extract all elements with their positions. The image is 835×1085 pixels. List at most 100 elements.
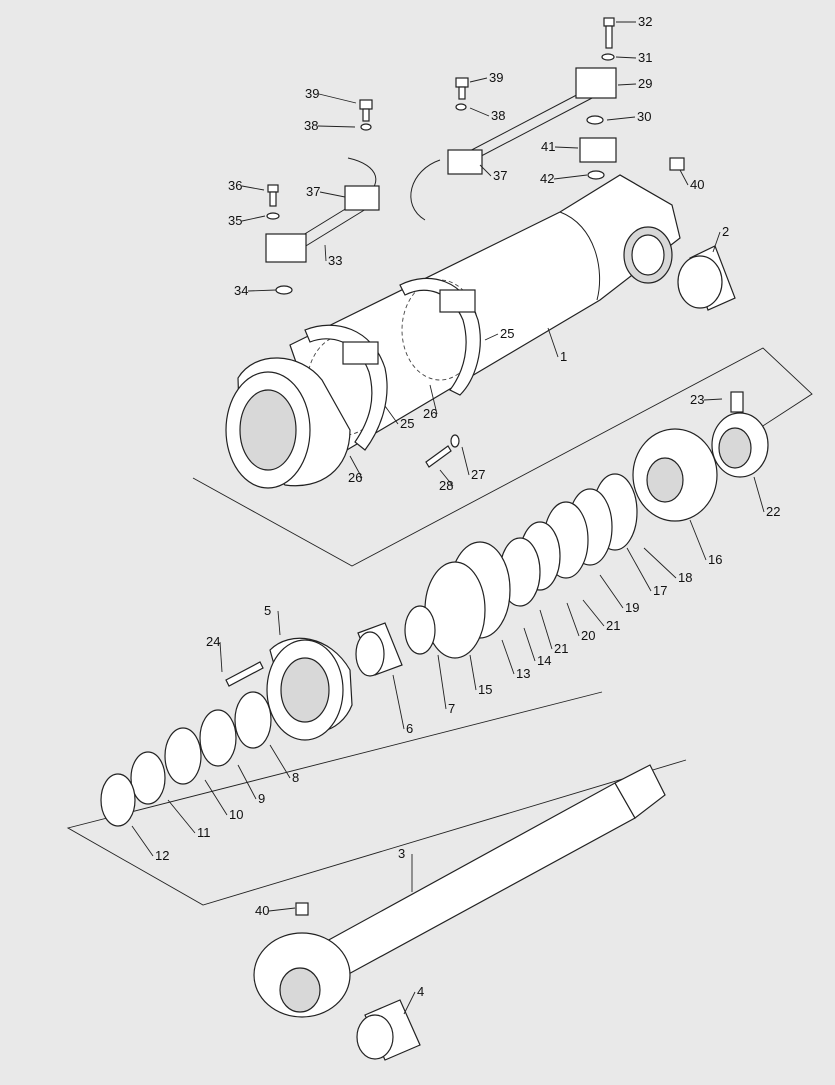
leader-line-25 (384, 405, 399, 425)
leader-line-27 (461, 446, 470, 476)
part-label-13: 13 (516, 666, 530, 681)
leader-line-38 (317, 125, 356, 128)
part-label-26: 26 (423, 406, 437, 421)
leader-line-5 (277, 610, 281, 636)
part-label-39: 39 (489, 70, 503, 85)
bolt-39-right (455, 77, 469, 100)
leader-line-24 (219, 641, 223, 673)
part-label-12: 12 (155, 848, 169, 863)
leader-line-33 (324, 244, 327, 262)
leader-line-30 (606, 116, 636, 121)
part-label-30: 30 (637, 109, 651, 124)
washer-27 (450, 434, 460, 448)
part-label-34: 34 (234, 283, 248, 298)
part-label-41: 41 (541, 139, 555, 154)
leader-line-26 (349, 455, 363, 479)
leader-line-39 (469, 77, 488, 83)
leader-line-13 (501, 639, 515, 675)
leader-line-17 (626, 547, 652, 592)
part-label-24: 24 (206, 634, 220, 649)
rings-17-21 (424, 473, 638, 659)
block-29 (575, 67, 617, 99)
part-label-2: 2 (722, 224, 729, 239)
part-label-3: 3 (398, 846, 405, 861)
part-label-22: 22 (766, 504, 780, 519)
set-screw-23 (730, 391, 744, 413)
block-37-right (447, 149, 483, 175)
part-label-32: 32 (638, 14, 652, 29)
leader-line-15 (469, 654, 477, 691)
rings-6-7 (355, 605, 436, 677)
bolt-28 (425, 445, 452, 468)
block-37-left (344, 185, 380, 211)
leader-line-38 (469, 107, 490, 117)
part-label-40: 40 (690, 177, 704, 192)
part-label-38: 38 (304, 118, 318, 133)
washer-31 (601, 53, 615, 61)
fitting-40 (669, 157, 685, 171)
leader-line-36 (241, 185, 265, 191)
leader-line-1 (547, 327, 559, 358)
part-label-27: 27 (471, 467, 485, 482)
leader-line-31 (615, 56, 637, 59)
leader-line-11 (167, 799, 196, 834)
gland-5 (266, 637, 353, 741)
part-label-29: 29 (638, 76, 652, 91)
leader-line-39 (318, 93, 357, 104)
leader-line-12 (131, 825, 154, 857)
part-label-42: 42 (540, 171, 554, 186)
leader-line-18 (643, 547, 677, 579)
part-label-16: 16 (708, 552, 722, 567)
clamp-band-front (304, 324, 388, 451)
part-label-37: 37 (493, 168, 507, 183)
leader-line-20 (566, 602, 580, 637)
part-label-21: 21 (606, 618, 620, 633)
bushing-2 (677, 245, 736, 311)
part-label-28: 28 (439, 478, 453, 493)
part-label-35: 35 (228, 213, 242, 228)
frame-cylinder-group (192, 347, 813, 567)
o-ring-30 (586, 115, 604, 125)
part-label-6: 6 (406, 721, 413, 736)
leader-line-34 (247, 289, 277, 292)
leader-line-25 (484, 333, 499, 341)
part-label-18: 18 (678, 570, 692, 585)
washer-38-left (360, 123, 372, 131)
part-label-4: 4 (417, 984, 424, 999)
part-label-36: 36 (228, 178, 242, 193)
piston-16 (632, 428, 718, 522)
cylinder-flange (225, 357, 351, 489)
leader-line-16 (689, 519, 707, 561)
leader-line-28 (439, 469, 454, 487)
part-label-14: 14 (537, 653, 551, 668)
part-label-23: 23 (690, 392, 704, 407)
leader-line-40 (679, 169, 689, 186)
block-33-end (265, 233, 307, 263)
fitting-40-rod (295, 902, 309, 916)
piston-nut-22 (711, 412, 769, 478)
part-label-25: 25 (400, 416, 414, 431)
leader-line-22 (753, 476, 765, 513)
leader-line-21 (582, 599, 605, 627)
leader-line-35 (241, 215, 266, 222)
leader-line-7 (437, 654, 447, 710)
part-label-38: 38 (491, 108, 505, 123)
block-41 (579, 137, 617, 163)
part-label-17: 17 (653, 583, 667, 598)
frame-seal-group (66, 691, 687, 906)
o-ring-42 (587, 170, 605, 180)
part-label-33: 33 (328, 253, 342, 268)
bolt-32 (603, 17, 615, 49)
leader-line-40 (268, 907, 296, 912)
part-label-15: 15 (478, 682, 492, 697)
part-label-11: 11 (197, 825, 211, 840)
leader-line-37 (479, 164, 492, 177)
part-label-26: 26 (348, 470, 362, 485)
leader-line-41 (554, 146, 579, 149)
part-label-1: 1 (560, 349, 567, 364)
part-label-39: 39 (305, 86, 319, 101)
part-label-21: 21 (554, 641, 568, 656)
part-label-40: 40 (255, 903, 269, 918)
seals-8-12 (100, 691, 272, 827)
part-label-31: 31 (638, 50, 652, 65)
